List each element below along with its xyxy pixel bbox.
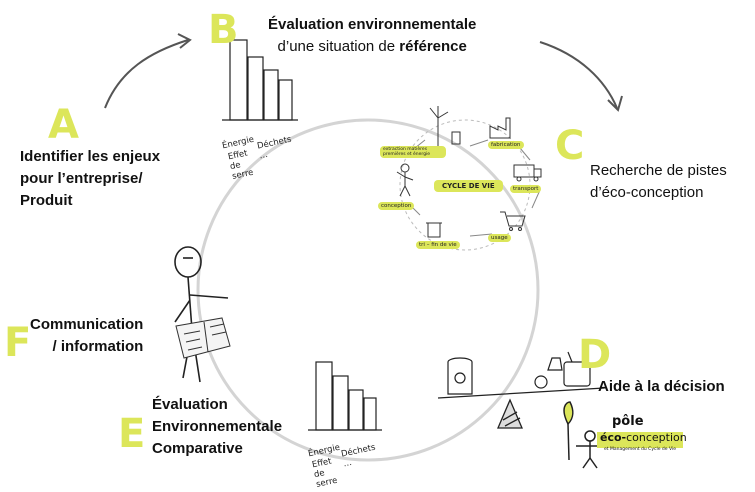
step-letter-c: C <box>555 123 585 169</box>
skull-icon <box>454 372 466 384</box>
lifecycle-stage-usage: usage <box>488 234 511 242</box>
bar-effet-serre-b <box>247 56 264 121</box>
lifecycle-center-label: CYCLE DE VIE <box>434 180 503 192</box>
step-letter-a: A <box>48 102 79 148</box>
step-e-label: Évaluation Environnementale Comparative <box>152 396 283 457</box>
arrow-a-to-b <box>104 33 192 109</box>
step-letter-e: E <box>118 411 146 457</box>
designer-figure-icon <box>396 163 414 197</box>
bar-other-b <box>278 79 293 121</box>
cycle-circle <box>196 118 540 462</box>
bar-energie-e <box>315 361 333 431</box>
appliances-icon <box>534 349 591 389</box>
lifecycle-stage-transport: transport <box>510 185 542 193</box>
truck-icon <box>513 164 542 182</box>
step-c-label: Recherche de pistes d’éco-conception <box>590 162 727 201</box>
bar-chart-reference <box>222 39 298 121</box>
step-letter-f: F <box>4 320 32 366</box>
lifecycle-stage-conception: conception <box>378 202 415 210</box>
bar-dechets-e <box>348 389 364 431</box>
reading-person-icon <box>174 246 229 383</box>
step-b-label: Évaluation environnementale d’une situat… <box>268 16 477 55</box>
arrow-b-to-c <box>539 41 623 112</box>
newspaper-icon <box>175 317 231 359</box>
step-d-label: Aide à la décision <box>598 378 725 395</box>
leaf-icon <box>563 401 574 426</box>
step-a-label: Identifier les enjeux pour l’entreprise/… <box>20 148 161 209</box>
tv-icon <box>563 361 591 387</box>
step-f-label: Communication / information <box>30 316 144 355</box>
trash-bin-icon <box>426 222 442 238</box>
logo-line1: pôle <box>612 414 644 429</box>
toxic-barrel-icon <box>447 357 473 395</box>
step-letter-b: B <box>208 7 239 53</box>
lifecycle-stage-fin-de-vie: tri – fin de vie <box>416 241 460 249</box>
lifecycle-stage-fabrication: fabrication <box>488 141 524 149</box>
balance-scale-icon <box>437 387 605 429</box>
logo-line3: et Management du Cycle de Vie <box>604 447 676 452</box>
pole-logo: pôle éco-conception et Management du Cyc… <box>600 414 690 454</box>
bar-dechets-b <box>263 69 279 121</box>
wind-turbine-icon <box>429 106 461 148</box>
step-letter-d: D <box>578 332 612 378</box>
logo-line2: éco-conception <box>600 431 687 444</box>
bar-effet-serre-e <box>332 375 349 431</box>
factory-icon <box>489 117 511 139</box>
bar-chart-comparative <box>308 361 382 431</box>
bar-other-e <box>363 397 377 431</box>
shopping-cart-icon <box>500 211 526 231</box>
lifecycle-stage-extraction: extraction matières premières et énergie <box>380 146 446 158</box>
lamp-icon <box>534 375 548 389</box>
logo-highlight <box>597 432 683 448</box>
